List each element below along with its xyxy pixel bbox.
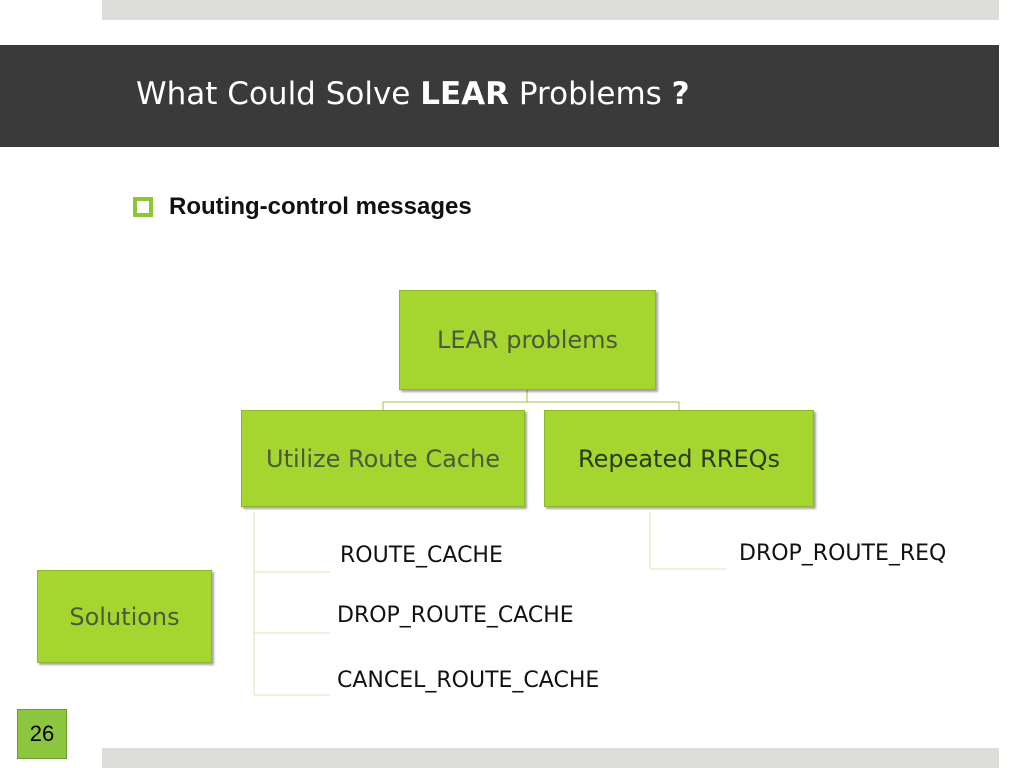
title-middle: Problems bbox=[509, 76, 672, 112]
node-utilize-route-cache: Utilize Route Cache bbox=[241, 410, 525, 507]
bullet-item: Routing-control messages bbox=[133, 192, 472, 222]
solution-route-cache: ROUTE_CACHE bbox=[340, 543, 503, 568]
bullet-text: Routing-control messages bbox=[169, 193, 472, 220]
title-end: ? bbox=[671, 76, 690, 112]
page-number: 26 bbox=[17, 709, 67, 759]
slide-title: What Could Solve LEAR Problems ? bbox=[136, 76, 690, 112]
node-lear-problems: LEAR problems bbox=[399, 290, 656, 390]
bottom-decorative-strip bbox=[102, 748, 999, 768]
title-bold: LEAR bbox=[420, 76, 510, 112]
node-solutions: Solutions bbox=[37, 570, 212, 663]
square-bullet-icon bbox=[133, 197, 153, 217]
solution-cancel-route-cache: CANCEL_ROUTE_CACHE bbox=[337, 668, 600, 693]
node-repeated-rreqs: Repeated RREQs bbox=[544, 410, 814, 507]
solution-drop-route-req: DROP_ROUTE_REQ bbox=[739, 541, 947, 566]
title-prefix: What Could Solve bbox=[136, 76, 421, 112]
title-bar bbox=[0, 45, 999, 147]
top-decorative-strip bbox=[102, 0, 999, 20]
solution-drop-route-cache: DROP_ROUTE_CACHE bbox=[337, 603, 574, 628]
